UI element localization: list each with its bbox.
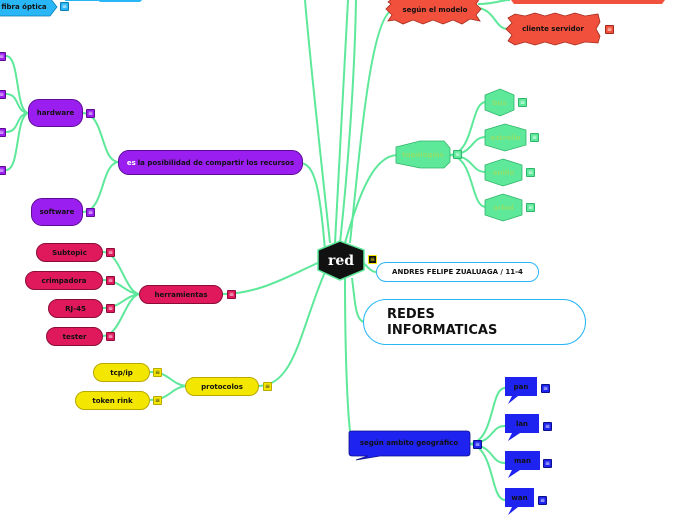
central-node[interactable]: red — [327, 253, 355, 269]
cliente-servidor-menu-icon[interactable]: ≡ — [605, 25, 614, 34]
cliente-servidor-shape[interactable] — [505, 12, 601, 46]
modelo-shape[interactable] — [385, 0, 482, 25]
anillo-shape[interactable] — [484, 158, 523, 187]
herramienta-item-2-menu-icon[interactable]: ≡ — [106, 276, 115, 285]
hardware-child-4-menu-icon[interactable]: ≡ — [0, 166, 6, 175]
protocolo-item-2[interactable]: token rink — [75, 391, 150, 410]
man-shape[interactable] — [505, 451, 540, 478]
herramienta-item-4-menu-icon[interactable]: ≡ — [106, 332, 115, 341]
lan-shape[interactable] — [505, 414, 539, 441]
topologia-item-1-menu-icon[interactable]: ≡ — [518, 98, 527, 107]
herramienta-item-2[interactable]: crimpadora — [25, 271, 103, 290]
topologia-item-2[interactable]: estrella — [490, 134, 521, 142]
protocolo-item-2-menu-icon[interactable]: ≡ — [153, 396, 162, 405]
cliente-servidor-node[interactable]: cliente servidor — [522, 25, 584, 33]
hardware-child-2-menu-icon[interactable]: ≡ — [0, 90, 6, 99]
topologias-node[interactable]: topologias — [402, 151, 444, 159]
ambito-item-1[interactable]: pan — [513, 382, 529, 391]
herramienta-item-4[interactable]: tester — [46, 327, 103, 346]
bus-shape[interactable] — [484, 88, 515, 117]
hardware-child-3-menu-icon[interactable]: ≡ — [0, 128, 6, 137]
hardware-menu-icon[interactable]: ≡ — [86, 109, 95, 118]
herramientas-menu-icon[interactable]: ≡ — [227, 290, 236, 299]
ambito-item-4-menu-icon[interactable]: ≡ — [538, 496, 547, 505]
estrella-shape[interactable] — [484, 123, 527, 152]
title-node[interactable]: REDES INFORMATICAS — [363, 299, 586, 345]
hardware-node[interactable]: hardware — [28, 99, 83, 127]
topologias-shape[interactable] — [395, 140, 451, 169]
author-node[interactable]: ANDRES FELIPE ZUALUAGA / 11-4 — [376, 262, 539, 282]
ambito-menu-icon[interactable]: ≡ — [473, 440, 482, 449]
cut-off-orange-node[interactable] — [508, 0, 668, 4]
topologias-menu-icon[interactable]: ≡ — [453, 150, 462, 159]
recursos-label: la posibilidad de compartir los recursos — [137, 158, 295, 167]
herramienta-item-1-menu-icon[interactable]: ≡ — [106, 248, 115, 257]
hardware-child-1-menu-icon[interactable]: ≡ — [0, 52, 6, 61]
fibra-optica-shape[interactable] — [0, 0, 58, 17]
herramienta-item-3-menu-icon[interactable]: ≡ — [106, 304, 115, 313]
herramienta-item-1[interactable]: Subtopic — [36, 243, 103, 262]
protocolos-menu-icon[interactable]: ≡ — [263, 382, 272, 391]
central-node-shape[interactable] — [317, 240, 365, 281]
fibra-menu-icon[interactable]: ≡ — [60, 2, 69, 11]
wan-shape[interactable] — [505, 488, 534, 515]
recursos-prefix: es — [126, 158, 136, 167]
topologia-item-3-menu-icon[interactable]: ≡ — [526, 168, 535, 177]
ambito-node[interactable]: según ambito geográfico — [359, 439, 459, 447]
recursos-node[interactable]: es la posibilidad de compartir los recur… — [118, 150, 303, 175]
cut-off-cyan-node[interactable] — [98, 0, 142, 2]
software-menu-icon[interactable]: ≡ — [86, 208, 95, 217]
protocolo-item-1[interactable]: tcp/ip — [93, 363, 150, 382]
arbol-shape[interactable] — [484, 193, 523, 222]
protocolos-node[interactable]: protocolos — [185, 377, 259, 396]
pan-shape[interactable] — [505, 377, 537, 404]
modelo-node[interactable]: según el modelo — [402, 6, 468, 14]
topologia-item-4[interactable]: arbol — [493, 204, 514, 212]
central-menu-icon[interactable]: ≡ — [368, 255, 377, 264]
topologia-item-2-menu-icon[interactable]: ≡ — [530, 133, 539, 142]
ambito-item-4[interactable]: wan — [511, 493, 528, 502]
ambito-item-1-menu-icon[interactable]: ≡ — [541, 384, 550, 393]
ambito-item-2[interactable]: lan — [515, 419, 529, 428]
ambito-item-3[interactable]: man — [513, 456, 531, 465]
topologia-item-4-menu-icon[interactable]: ≡ — [526, 203, 535, 212]
title-line-1: REDES — [387, 307, 435, 322]
title-line-2: INFORMATICAS — [387, 323, 498, 338]
ambito-item-2-menu-icon[interactable]: ≡ — [543, 422, 552, 431]
fibra-optica-node[interactable]: fibra óptica — [1, 3, 47, 11]
topologia-item-3[interactable]: anillo — [492, 169, 515, 177]
software-node[interactable]: software — [31, 198, 83, 226]
ambito-item-3-menu-icon[interactable]: ≡ — [543, 459, 552, 468]
protocolo-item-1-menu-icon[interactable]: ≡ — [153, 368, 162, 377]
topologia-item-1[interactable]: bus — [492, 99, 507, 107]
herramientas-node[interactable]: herramientas — [139, 285, 223, 304]
herramienta-item-3[interactable]: RJ-45 — [48, 299, 103, 318]
ambito-shape[interactable] — [348, 430, 471, 461]
